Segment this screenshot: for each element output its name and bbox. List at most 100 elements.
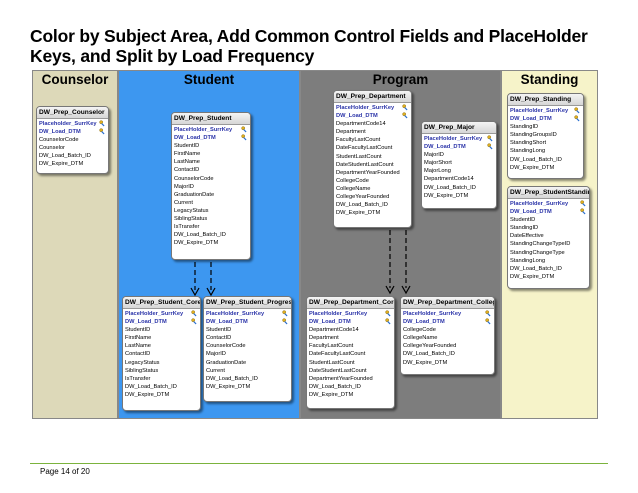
field-name: StandingID xyxy=(510,225,539,232)
field-name: DW_Expire_DTM xyxy=(39,161,84,168)
key-icon xyxy=(282,310,289,317)
table-field: MajorID xyxy=(174,183,248,191)
table-field: CollegeName xyxy=(403,334,492,342)
table-field: DW_Load_Batch_ID xyxy=(125,383,198,391)
area-label-program: Program xyxy=(372,72,429,87)
key-icon xyxy=(191,318,198,325)
table-field: LegacyStatus xyxy=(174,207,248,215)
table-field: DepartmentYearFounded xyxy=(309,375,392,383)
table-header: DW_Prep_Student_Progress xyxy=(204,297,291,309)
field-name: DW_Load_Batch_ID xyxy=(309,383,361,390)
table-field: Department xyxy=(309,334,392,342)
table-field: StandingLong xyxy=(510,147,581,155)
field-name: MajorLong xyxy=(424,168,451,175)
field-name: PlaceHolder_SurrKey xyxy=(125,311,184,317)
table-field: DepartmentCode14 xyxy=(309,326,392,334)
field-name: FirstName xyxy=(174,151,201,158)
table-field: DW_Load_Batch_ID xyxy=(174,231,248,239)
table-field: DW_Expire_DTM xyxy=(174,239,248,247)
table-field: MajorID xyxy=(424,151,494,159)
table-field: DW_Load_Batch_ID xyxy=(510,265,587,273)
key-icon xyxy=(574,115,581,122)
table-field: CollegeName xyxy=(336,185,409,193)
table-field: StudentID xyxy=(206,326,289,334)
field-name: DW_Load_Batch_ID xyxy=(125,383,177,390)
field-name: LegacyStatus xyxy=(174,207,209,214)
field-name: StandingLong xyxy=(510,148,546,155)
table-field: StandingID xyxy=(510,224,587,232)
field-name: DW_Load_DTM xyxy=(424,144,466,151)
table-field: DW_Load_Batch_ID xyxy=(403,350,492,358)
table-field: DW_Load_Batch_ID xyxy=(39,152,106,160)
table-field: Department xyxy=(336,128,409,136)
field-name: SiblingStatus xyxy=(125,367,159,374)
field-name: FacultyLastCount xyxy=(336,137,381,144)
table-field: StudentLastCount xyxy=(309,359,392,367)
field-name: DW_Load_DTM xyxy=(309,319,351,326)
table-field: SiblingStatus xyxy=(174,215,248,223)
field-name: DateFacultyLastCount xyxy=(309,351,366,358)
table-field: CollegeCode xyxy=(336,177,409,185)
table-field: ContactID xyxy=(206,334,289,342)
table-field: StudentID xyxy=(125,326,198,334)
table-field: FirstName xyxy=(174,150,248,158)
field-name: DW_Load_DTM xyxy=(174,135,216,142)
key-icon xyxy=(487,135,494,142)
table-field: DW_Expire_DTM xyxy=(510,164,581,172)
key-icon xyxy=(485,318,492,325)
field-name: MajorID xyxy=(206,351,226,358)
field-name: DW_Expire_DTM xyxy=(403,359,448,366)
field-name: ContactID xyxy=(206,335,232,342)
field-name: StandingChangeTypeID xyxy=(510,241,571,248)
area-label-student: Student xyxy=(183,72,235,87)
table-header: DW_Prep_StudentStanding xyxy=(508,187,589,199)
key-field: PlaceHolder_SurrKey xyxy=(510,200,587,208)
key-icon xyxy=(487,143,494,150)
field-name: StudentLastCount xyxy=(336,153,382,160)
key-icon xyxy=(402,104,409,111)
key-field: PlaceHolder_SurrKey xyxy=(336,104,409,112)
field-name: PlaceHolder_SurrKey xyxy=(174,127,233,133)
table-field: StandingChangeType xyxy=(510,249,587,257)
key-field: PlaceHolder_SurrKey xyxy=(424,135,494,143)
table-field: FirstName xyxy=(125,334,198,342)
key-field: DW_Load_DTM xyxy=(125,318,198,326)
field-name: CollegeName xyxy=(336,185,371,192)
field-name: StudentLastCount xyxy=(309,359,355,366)
field-name: StandingGroupsID xyxy=(510,132,557,139)
field-name: DW_Load_Batch_ID xyxy=(424,184,476,191)
field-name: SiblingStatus xyxy=(174,216,208,223)
field-name: ContactID xyxy=(125,351,151,358)
table-field: DW_Load_Batch_ID xyxy=(309,383,392,391)
table-field: IsTransfer xyxy=(125,375,198,383)
field-name: DepartmentYearFounded xyxy=(309,375,373,382)
field-name: CollegeCode xyxy=(336,177,369,184)
table-field: StandingGroupsID xyxy=(510,131,581,139)
field-name: CollegeYearFounded xyxy=(403,343,457,350)
split-arrows-program xyxy=(385,230,411,295)
field-name: Placeholder_SurrKey xyxy=(39,121,97,127)
field-name: DateStudentLastCount xyxy=(336,161,394,168)
table-field: DepartmentYearFounded xyxy=(336,169,409,177)
table-field: Current xyxy=(206,367,289,375)
field-name: LegacyStatus xyxy=(125,359,160,366)
field-name: PlaceHolder_SurrKey xyxy=(336,105,395,111)
table-field: MajorShort xyxy=(424,159,494,167)
field-name: DW_Load_DTM xyxy=(206,319,248,326)
field-name: CollegeName xyxy=(403,335,438,342)
key-icon xyxy=(402,112,409,119)
field-name: DateFacultyLastCount xyxy=(336,145,393,152)
field-name: DW_Load_Batch_ID xyxy=(336,202,388,209)
